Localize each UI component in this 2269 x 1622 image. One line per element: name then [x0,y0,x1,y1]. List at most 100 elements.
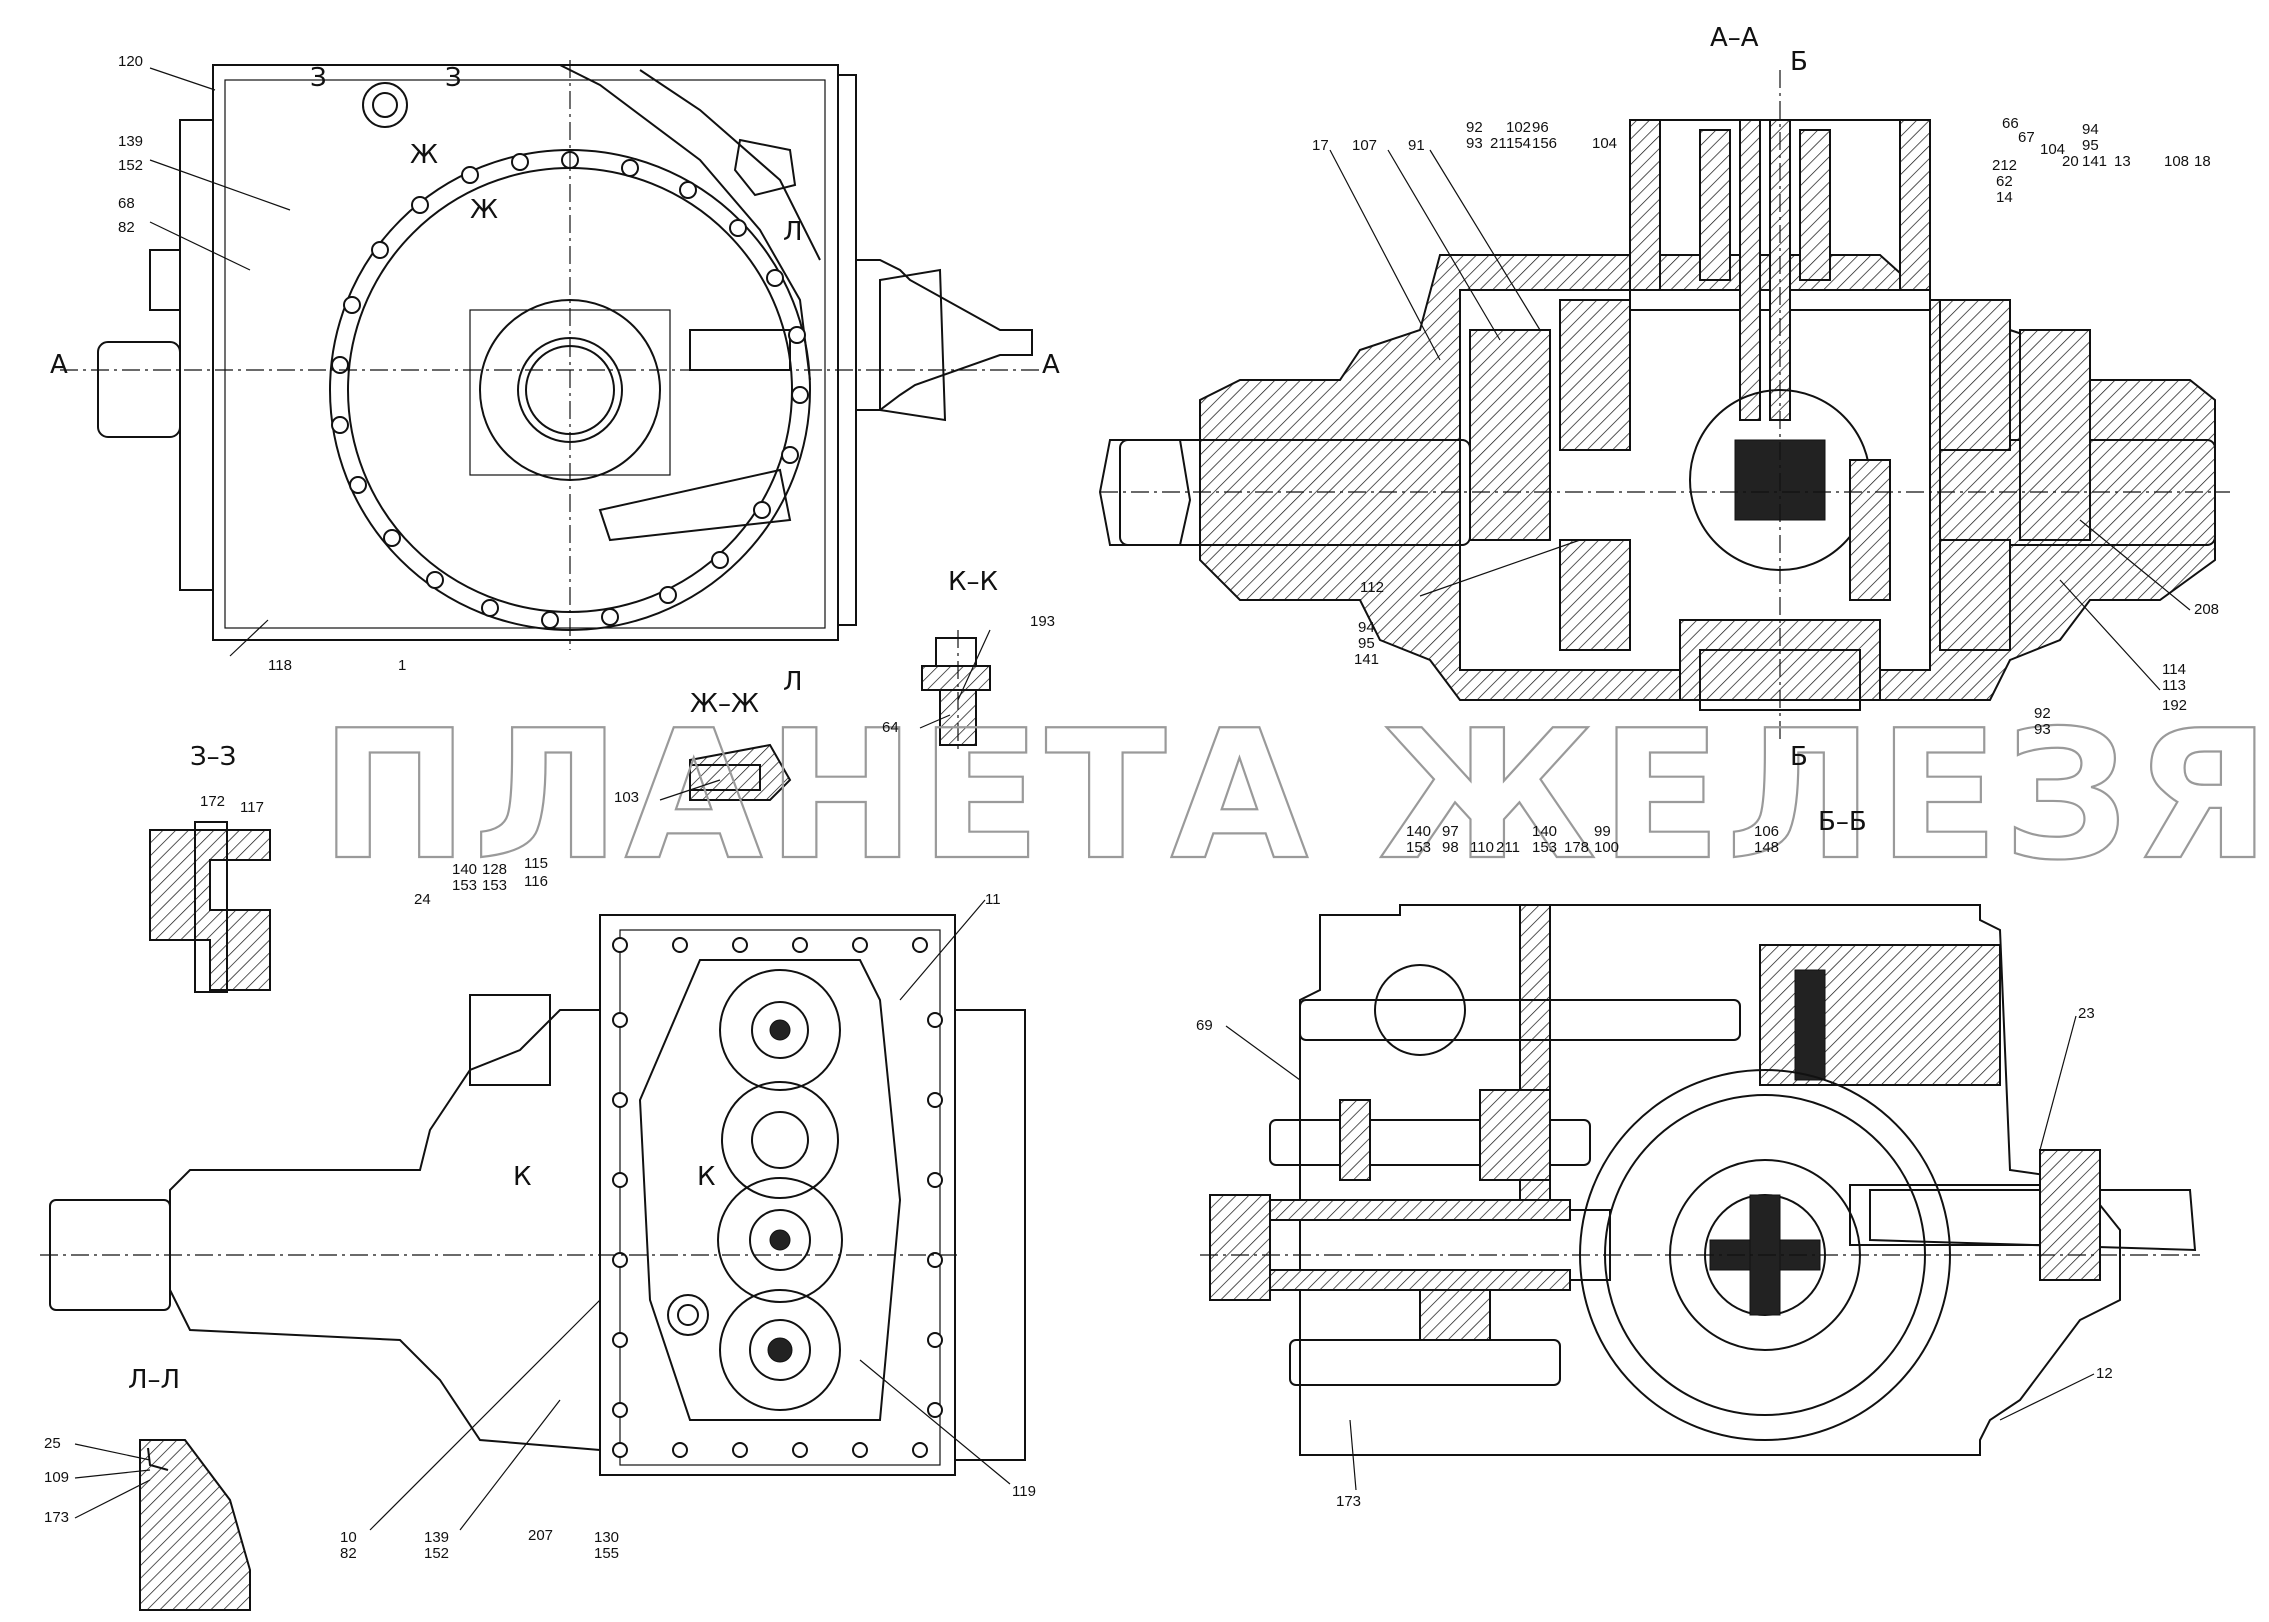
part-label: 99 [1594,823,1611,840]
part-label: 21 [1490,135,1507,152]
part-label: 108 [2164,153,2189,170]
mark-l-top: Л [783,217,803,247]
section-zh-zh [689,743,792,801]
watermark: ПЛАНЕТА ЖЕЛЕЗЯКА [320,692,2269,899]
part-label: 91 [1408,137,1425,154]
part-label: 92 [1466,119,1483,136]
part-label: 141 [2082,153,2107,170]
part-label: 13 [2114,153,2131,170]
part-label: 68 [118,195,135,212]
part-label: 139 [424,1529,449,1546]
labels-top-left: 120 139 152 68 82 118 1 [118,53,406,674]
part-label: 64 [882,719,899,736]
part-label: 153 [452,877,477,894]
part-label: 153 [1406,839,1431,856]
part-label: 113 [2162,677,2186,694]
part-label: 140 [452,861,477,878]
mark-l-bottom: Л [783,667,803,697]
part-label: 192 [2162,697,2187,714]
part-label: 102 [1506,119,1531,136]
title-a-a: А–А [1710,23,1759,53]
part-label: 98 [1442,839,1459,856]
mark-a-left: А [50,350,68,380]
labels-section-a-a: 17 107 91 92 93 21 102 154 96 156 104 66… [1312,115,2219,738]
labels-l-l: 25 109 173 [44,1435,69,1526]
part-label: 18 [2194,153,2211,170]
part-label: 110 [1470,839,1494,856]
part-label: 94 [2082,121,2099,138]
part-label: 104 [2040,141,2065,158]
part-label: 12 [2096,1365,2113,1382]
part-label: 66 [2002,115,2019,132]
part-label: 11 [985,891,1001,908]
part-label: 172 [200,793,225,810]
part-label: 115 [524,855,548,872]
side-view-bottom-left [40,914,1026,1476]
part-label: 211 [1496,839,1520,856]
mark-zh-1: Ж [410,140,438,170]
section-l-l [139,1439,251,1611]
mark-a-right: А [1042,350,1060,380]
labels-section-b-b: 140 153 97 98 110 211 140 153 178 99 100… [1196,823,2113,1510]
part-label: 139 [118,133,143,150]
part-label: 173 [1336,1493,1361,1510]
labels-z-z: 172 117 [200,793,264,816]
part-label: 107 [1352,137,1377,154]
part-label: 25 [44,1435,61,1452]
part-label: 114 [2162,661,2186,678]
part-label: 82 [340,1545,357,1562]
mark-k-1: К [513,1162,531,1192]
part-label: 82 [118,219,135,236]
part-label: 95 [1358,635,1375,652]
part-label: 141 [1354,651,1379,668]
section-titles: А–А Б–Б К–К Ж–Ж З–З Л–Л [128,23,1867,1395]
title-l-l: Л–Л [128,1365,180,1395]
part-label: 23 [2078,1005,2095,1022]
part-label: 117 [240,799,264,816]
part-label: 67 [2018,129,2035,146]
mark-zh-2: Ж [470,195,498,225]
part-label: 10 [340,1529,357,1546]
part-label: 24 [414,891,431,908]
flange-bolts [331,151,809,629]
mark-k-2: К [697,1162,715,1192]
mark-z-2: З [445,63,462,93]
part-label: 92 [2034,705,2051,722]
part-label: 93 [2034,721,2051,738]
title-k-k: К–К [948,567,998,597]
part-label: 97 [1442,823,1459,840]
part-label: 62 [1996,173,2013,190]
labels-k-k-zh-zh: 193 64 103 [614,613,1055,806]
title-z-z: З–З [190,742,236,772]
part-label: 116 [524,873,548,890]
part-label: 207 [528,1527,553,1544]
part-label: 128 [482,861,507,878]
part-label: 120 [118,53,143,70]
view-marks: А А Б Б З З Ж Ж Л Л К К [50,47,1808,1192]
mark-b-top: Б [1790,47,1808,77]
part-label: 20 [2062,153,2079,170]
part-label: 93 [1466,135,1483,152]
part-label: 193 [1030,613,1055,630]
part-label: 153 [482,877,507,894]
title-zh-zh: Ж–Ж [690,689,759,719]
part-label: 1 [398,657,406,674]
part-label: 17 [1312,137,1329,154]
section-a-a [1098,70,2230,740]
part-label: 103 [614,789,639,806]
part-label: 208 [2194,601,2219,618]
part-label: 109 [44,1469,69,1486]
part-label: 95 [2082,137,2099,154]
section-b-b [1200,904,2200,1456]
part-label: 212 [1992,157,2017,174]
section-z-z [149,821,271,993]
part-label: 148 [1754,839,1779,856]
leader-lines [74,67,2191,1531]
part-label: 96 [1532,119,1549,136]
part-label: 140 [1406,823,1431,840]
part-label: 153 [1532,839,1557,856]
part-label: 69 [1196,1017,1213,1034]
part-label: 173 [44,1509,69,1526]
part-label: 152 [118,157,143,174]
